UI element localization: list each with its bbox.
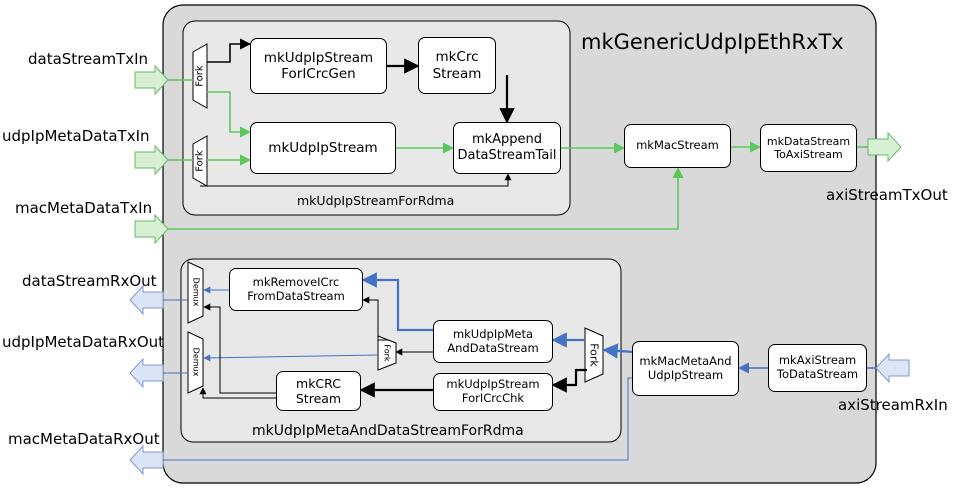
rx-wire-smallfork-to-removeicrc: [362, 296, 388, 341]
block-line: UdpIpStream: [647, 367, 724, 382]
block-line: ToAxiStream: [774, 148, 843, 161]
rx-wire-crc-to-demux2: [199, 387, 276, 399]
rx-mac-meta-out-arrow: [129, 444, 164, 476]
rx-udp-ip-meta-out-arrow: [129, 357, 164, 389]
block-line: ForICrcGen: [281, 66, 356, 82]
tx-fork-data-shape: [192, 43, 208, 109]
block-line: ForICrcChk: [461, 391, 525, 405]
tx-axi-stream-out-arrow: [867, 131, 902, 163]
block-line: mkDataStream: [766, 134, 851, 148]
block-line: mkMacStream: [636, 138, 719, 153]
block-line: mkCrc: [435, 49, 479, 66]
tx-wire-fork-to-append: [200, 173, 512, 187]
rx-wire-crc-to-demux1: [203, 303, 276, 394]
tx-group-label: mkUdpIpStreamForRdma: [297, 193, 455, 208]
rx-wire-macmeta-to-fork: [602, 343, 635, 359]
block-line: mkRemoveICrc: [252, 274, 340, 289]
rx-port-udp-ip-meta-out: udpIpMetaDataRxOut: [2, 333, 165, 351]
block-line: ToDataStream: [776, 367, 859, 381]
tx-fork-data-label: Fork: [194, 65, 206, 87]
tx-data-stream-in-arrow: [134, 64, 169, 96]
rx-demux-data-shape: [187, 261, 204, 324]
tx-fork-meta-label: Fork: [194, 150, 206, 172]
tx-port-data-stream-in: dataStreamTxIn: [28, 50, 149, 68]
block-line: DataStreamTail: [457, 148, 557, 163]
rx-fork-main-label: Fork: [587, 343, 601, 367]
block-line: mkAppend: [471, 132, 543, 148]
block-line: mkMacMetaAnd: [639, 353, 732, 368]
tx-wire-macmeta-to-mac: [168, 166, 684, 230]
tx-wire-fork-to-udpip: [207, 91, 252, 138]
tx-block-mac-stream: mkMacStream: [624, 124, 731, 168]
rx-demux-data-label: Demux: [191, 277, 201, 307]
tx-wire-fork-to-crcgen: [207, 38, 252, 63]
tx-port-axi-stream-out: axiStreamTxOut: [826, 186, 948, 204]
block-line: mkCRC: [296, 376, 341, 391]
rx-wire-meta-to-removeicrc: [361, 272, 433, 332]
rx-fork-main-shape: [584, 327, 604, 383]
rx-fork-small-shape: [377, 335, 397, 371]
rx-wire-fork-to-crcchk: [551, 368, 587, 393]
block-line: Stream: [295, 391, 342, 406]
block-line: mkUdpIpStream: [446, 377, 540, 392]
block-line: Stream: [432, 65, 482, 82]
block-line: AndDataStream: [447, 340, 539, 355]
rx-port-mac-meta-out: macMetaDataRxOut: [8, 430, 160, 448]
module-title: mkGenericUdpIpEthRxTx: [581, 30, 844, 54]
rx-fork-small-label: Fork: [382, 344, 392, 362]
block-line: mkUdpIpMeta: [452, 326, 534, 341]
rx-wire-smallfork-to-demux: [203, 354, 379, 362]
block-line: mkAxiStream: [778, 353, 857, 368]
tx-udp-ip-meta-in-arrow: [134, 144, 169, 176]
rx-axi-stream-in-arrow: [875, 352, 910, 384]
rx-data-stream-out-arrow: [129, 284, 164, 316]
rx-port-data-stream-out: dataStreamRxOut: [22, 272, 157, 290]
rx-wire-macmeta-to-macout: [163, 377, 632, 461]
block-line: mkUdpIpStream: [263, 49, 374, 66]
block-line: mkUdpIpStream: [268, 139, 378, 156]
tx-port-mac-meta-in: macMetaDataTxIn: [15, 199, 153, 217]
tx-block-udp-ip-stream: mkUdpIpStream: [250, 122, 396, 174]
tx-mac-meta-in-arrow: [134, 213, 169, 245]
block-line: FromDataStream: [247, 288, 345, 303]
rx-demux-meta-label: Demux: [191, 347, 201, 377]
rx-port-axi-stream-in: axiStreamRxIn: [838, 396, 948, 414]
tx-port-udp-ip-meta-in: udpIpMetaDataTxIn: [2, 127, 150, 145]
rx-group-label: mkUdpIpMetaAndDataStreamForRdma: [252, 423, 524, 439]
